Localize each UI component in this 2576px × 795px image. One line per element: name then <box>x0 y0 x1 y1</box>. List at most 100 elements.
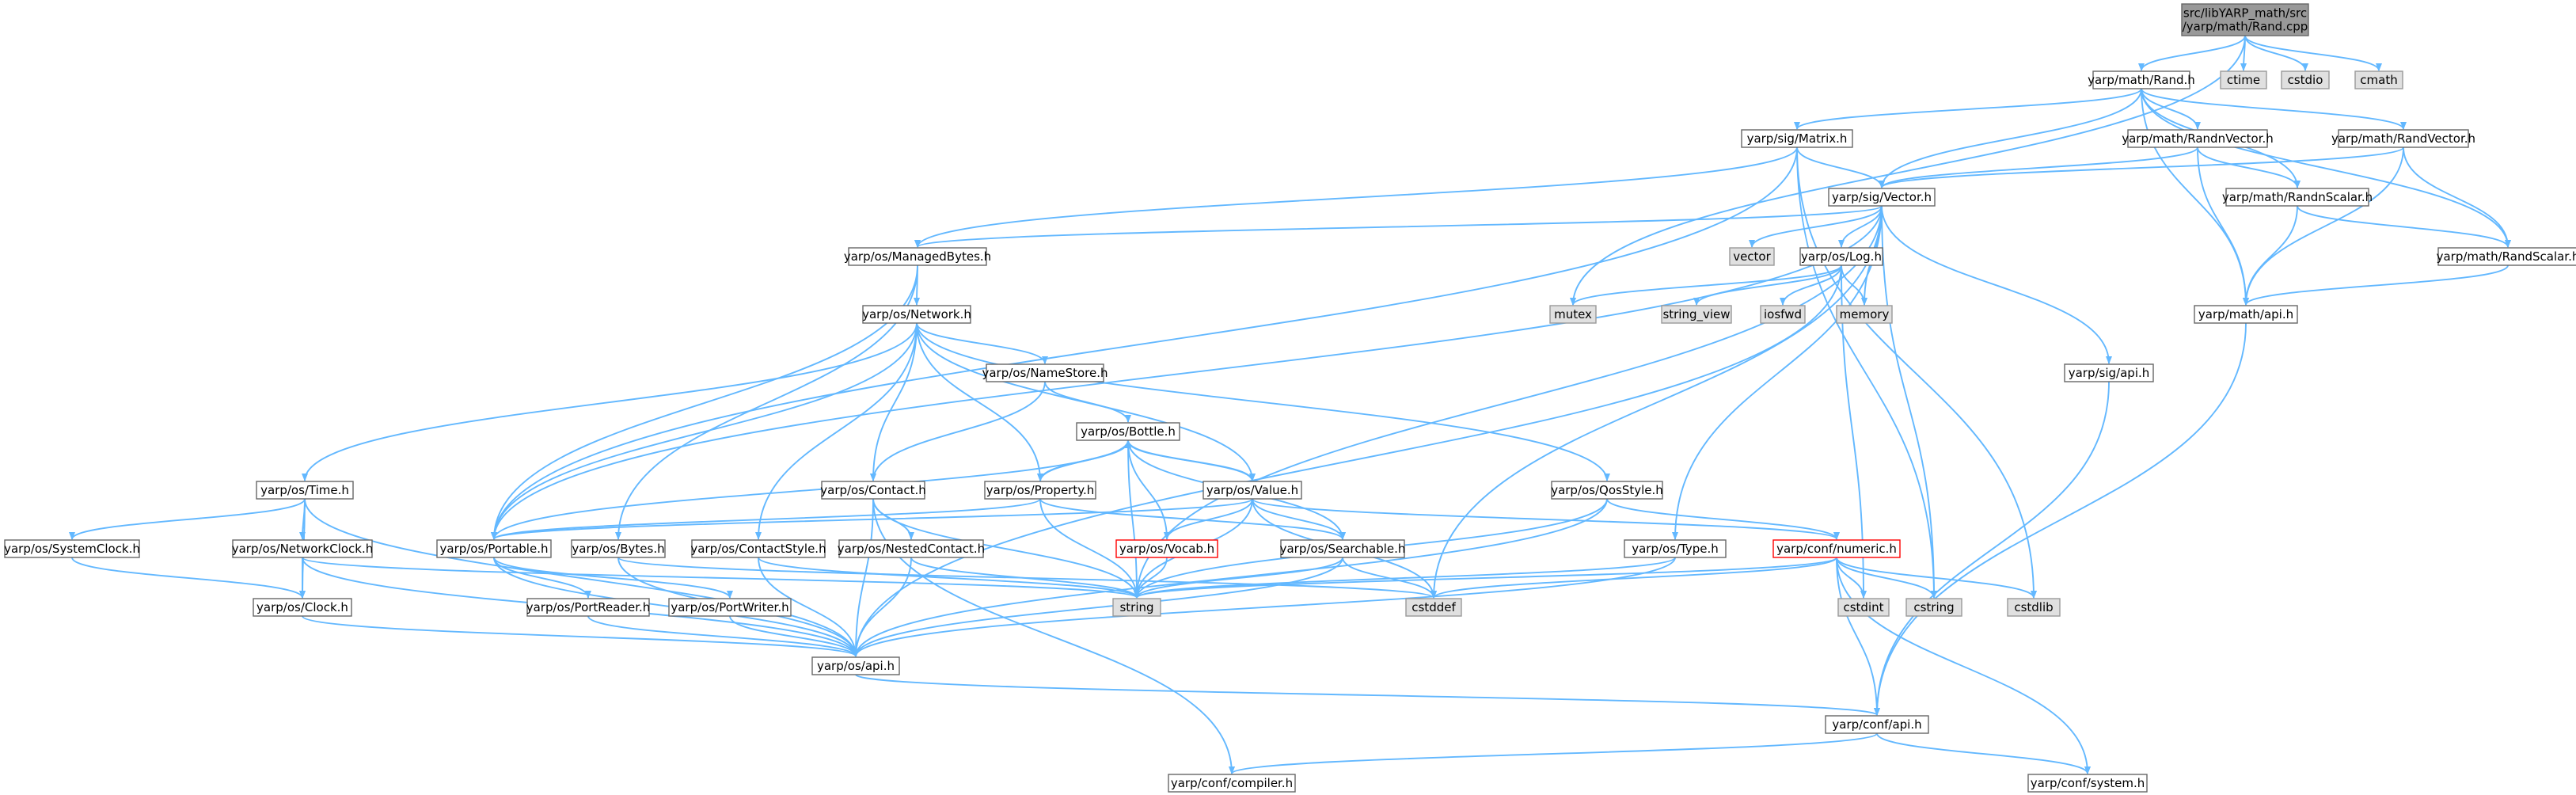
node-label: yarp/os/Value.h <box>1206 483 1298 497</box>
node-vector_std: vector <box>1729 247 1775 266</box>
edge-numeric_h-to-cstring <box>1836 557 1937 599</box>
node-time_h[interactable]: yarp/os/Time.h <box>256 481 354 500</box>
edge-randnvector_h-to-math_api_h <box>2197 146 2249 306</box>
node-box <box>253 598 352 617</box>
node-label: yarp/math/RandVector.h <box>2331 131 2475 146</box>
node-managedbytes_h[interactable]: yarp/os/ManagedBytes.h <box>844 247 991 266</box>
edge-numeric_h-to-cstdlib <box>1836 557 2037 599</box>
edge-value_h-to-searchable_h <box>1252 498 1346 540</box>
node-label: yarp/os/Property.h <box>986 483 1094 497</box>
node-qosstyle_h[interactable]: yarp/os/QosStyle.h <box>1551 481 1663 500</box>
node-box <box>2194 305 2298 324</box>
node-randvector_h[interactable]: yarp/math/RandVector.h <box>2331 129 2475 148</box>
node-label: cmath <box>2360 73 2397 87</box>
edge-time_h-to-systemclock_h <box>69 498 306 540</box>
node-label: yarp/os/Network.h <box>862 307 971 321</box>
node-property_h[interactable]: yarp/os/Property.h <box>984 481 1096 500</box>
edge-bytes_h-to-cstddef <box>617 557 1437 599</box>
edge-rand_h-to-randscalar_h <box>2141 88 2511 248</box>
edge-contact_h-to-os_api_h <box>853 498 874 657</box>
node-box <box>1825 715 1929 734</box>
edge-vector_h-to-managedbytes_h <box>914 205 1883 248</box>
edge-property_h-to-searchable_h <box>1039 498 1346 540</box>
edge-property_h-to-string_std <box>1039 498 1140 599</box>
edge-log_h-to-cstdint <box>1841 264 1867 599</box>
node-namestore_h[interactable]: yarp/os/NameStore.h <box>982 363 1108 382</box>
node-box <box>1905 598 1962 617</box>
node-vocab_h[interactable]: yarp/os/Vocab.h <box>1115 539 1218 558</box>
node-portwriter_h[interactable]: yarp/os/PortWriter.h <box>668 598 792 617</box>
node-label: yarp/math/RandnVector.h <box>2122 131 2274 146</box>
node-value_h[interactable]: yarp/os/Value.h <box>1203 481 1302 500</box>
edge-sig_api_h-to-conf_api_h <box>1874 381 2110 716</box>
node-nestedcontact_h[interactable]: yarp/os/NestedContact.h <box>838 539 985 558</box>
edge-log_h-to-mutex <box>1570 264 1842 306</box>
node-compiler_h[interactable]: yarp/conf/compiler.h <box>1168 774 1296 793</box>
node-bottle_h[interactable]: yarp/os/Bottle.h <box>1076 422 1180 441</box>
node-memory: memory <box>1836 305 1893 324</box>
node-box <box>1168 774 1296 793</box>
node-box <box>1551 481 1663 500</box>
node-box <box>1661 305 1732 324</box>
edge-conf_api_h-to-system_h <box>1876 732 2091 774</box>
node-os_api_h[interactable]: yarp/os/api.h <box>811 656 900 675</box>
edge-randvector_h-to-math_api_h <box>2243 146 2404 306</box>
edge-network_h-to-time_h <box>302 322 918 481</box>
node-box <box>526 598 650 617</box>
node-matrix_h[interactable]: yarp/sig/Matrix.h <box>1741 129 1853 148</box>
edge-namestore_h-to-bottle_h <box>1044 381 1131 423</box>
node-label: cstdint <box>1843 600 1883 614</box>
node-box <box>1837 598 1890 617</box>
node-portable_h[interactable]: yarp/os/Portable.h <box>436 539 552 558</box>
edge-rand_cpp-to-cstdio <box>2244 35 2308 71</box>
edge-matrix_h-to-vector_h <box>1796 146 1885 188</box>
edge-value_h-to-bottle_h <box>1125 440 1253 482</box>
node-contactstyle_h[interactable]: yarp/os/ContactStyle.h <box>690 539 826 558</box>
node-type_h[interactable]: yarp/os/Type.h <box>1624 539 1727 558</box>
node-cstdio: cstdio <box>2281 70 2330 89</box>
node-log_h[interactable]: yarp/os/Log.h <box>1799 247 1883 266</box>
node-network_h[interactable]: yarp/os/Network.h <box>862 305 971 324</box>
node-numeric_h[interactable]: yarp/conf/numeric.h <box>1772 539 1901 558</box>
node-randscalar_h[interactable]: yarp/math/RandScalar.h <box>2437 247 2576 266</box>
node-randnvector_h[interactable]: yarp/math/RandnVector.h <box>2122 129 2274 148</box>
edge-matrix_h-to-portable_h <box>491 146 1798 540</box>
node-label: yarp/os/NestedContact.h <box>838 542 985 556</box>
node-sig_api_h[interactable]: yarp/sig/api.h <box>2064 363 2154 382</box>
node-clock_h[interactable]: yarp/os/Clock.h <box>253 598 352 617</box>
node-label: yarp/os/Contact.h <box>820 483 926 497</box>
edge-math_api_h-to-conf_api_h <box>1874 322 2247 716</box>
edge-type_h-to-os_api_h <box>853 557 1676 657</box>
node-box <box>2092 70 2190 89</box>
node-systemclock_h[interactable]: yarp/os/SystemClock.h <box>4 539 140 558</box>
node-conf_api_h[interactable]: yarp/conf/api.h <box>1825 715 1929 734</box>
edge-randscalar_h-to-math_api_h <box>2243 264 2509 306</box>
node-rand_cpp[interactable]: src/libYARP_math/src/yarp/math/Rand.cpp <box>2181 3 2309 36</box>
node-networkclock_h[interactable]: yarp/os/NetworkClock.h <box>232 539 374 558</box>
node-vector_h[interactable]: yarp/sig/Vector.h <box>1828 188 1936 207</box>
node-box <box>1741 129 1853 148</box>
node-box <box>1772 539 1901 558</box>
node-label: memory <box>1840 307 1890 321</box>
node-label: yarp/sig/api.h <box>2069 366 2150 380</box>
node-label: yarp/os/ManagedBytes.h <box>844 249 991 264</box>
node-label: yarp/os/Clock.h <box>256 600 348 614</box>
node-searchable_h[interactable]: yarp/os/Searchable.h <box>1280 539 1406 558</box>
node-contact_h[interactable]: yarp/os/Contact.h <box>820 481 926 500</box>
node-randnscalar_h[interactable]: yarp/math/RandnScalar.h <box>2222 188 2373 207</box>
node-bytes_h[interactable]: yarp/os/Bytes.h <box>571 539 666 558</box>
node-label: yarp/math/RandScalar.h <box>2437 249 2576 264</box>
node-math_api_h[interactable]: yarp/math/api.h <box>2194 305 2298 324</box>
node-box <box>1729 247 1775 266</box>
node-portreader_h[interactable]: yarp/os/PortReader.h <box>526 598 651 617</box>
edge-numeric_h-to-conf_api_h <box>1836 557 1880 716</box>
node-cstdint: cstdint <box>1837 598 1890 617</box>
edge-rand_h-to-randvector_h <box>2141 88 2407 130</box>
node-cstring: cstring <box>1905 598 1962 617</box>
edge-bottle_h-to-vocab_h <box>1127 439 1170 540</box>
node-box <box>1203 481 1302 500</box>
node-box <box>1799 247 1883 266</box>
node-system_h[interactable]: yarp/conf/system.h <box>2027 774 2148 793</box>
node-rand_h[interactable]: yarp/math/Rand.h <box>2088 70 2195 89</box>
node-box <box>1828 188 1936 207</box>
